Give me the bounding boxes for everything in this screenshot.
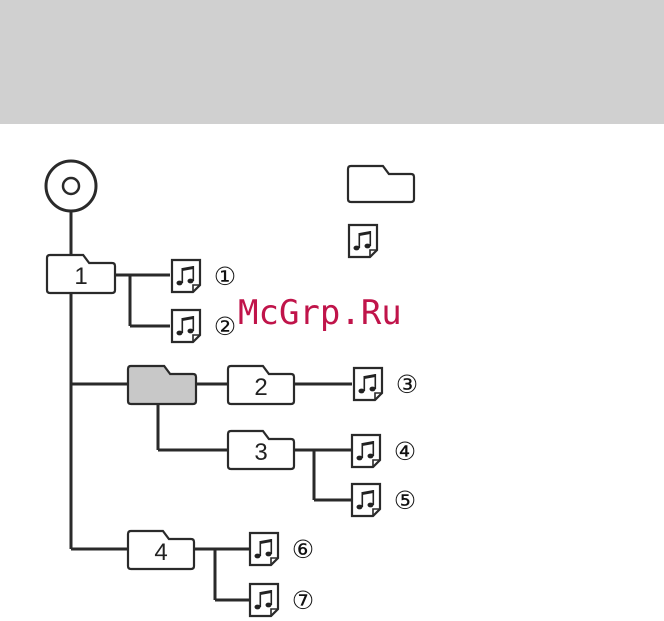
track-number: ⑦ bbox=[292, 586, 314, 615]
track-number: ⑥ bbox=[292, 535, 314, 564]
audio-file-icon bbox=[172, 260, 200, 292]
legend-folder-icon bbox=[348, 166, 414, 202]
watermark-text: McGrp.Ru bbox=[238, 293, 402, 333]
cd-disc-icon bbox=[46, 161, 96, 211]
track-number: ④ bbox=[394, 437, 416, 466]
audio-file-icon bbox=[354, 368, 382, 400]
folder-label: 1 bbox=[74, 263, 87, 290]
audio-file-2: ② bbox=[172, 310, 236, 342]
audio-file-icon bbox=[349, 225, 377, 257]
audio-file-icon bbox=[250, 584, 278, 616]
audio-file-icon bbox=[250, 533, 278, 565]
track-number: ③ bbox=[396, 370, 418, 399]
audio-file-icon bbox=[352, 484, 380, 516]
audio-file-1: ① bbox=[172, 260, 236, 292]
audio-file-4: ④ bbox=[352, 435, 416, 467]
folder-2: 2 bbox=[228, 366, 294, 404]
audio-file-7: ⑦ bbox=[250, 584, 314, 616]
audio-file-3: ③ bbox=[354, 368, 418, 400]
audio-file-icon bbox=[352, 435, 380, 467]
track-number: ① bbox=[214, 262, 236, 291]
folder-icon bbox=[128, 366, 196, 404]
audio-file-6: ⑥ bbox=[250, 533, 314, 565]
folder-label: 3 bbox=[254, 439, 267, 466]
folder-3: 3 bbox=[228, 431, 294, 469]
folder-label: 4 bbox=[154, 539, 167, 566]
folder-1: 1 bbox=[47, 255, 115, 293]
files-layer: ① ② ③ ④ ⑤ ⑥ ⑦ bbox=[172, 225, 418, 616]
folder-label: 2 bbox=[254, 374, 267, 401]
folder-highlighted bbox=[128, 366, 196, 404]
audio-file-icon bbox=[172, 310, 200, 342]
track-number: ② bbox=[214, 312, 236, 341]
legend-audio-file-icon bbox=[349, 225, 377, 257]
audio-file-5: ⑤ bbox=[352, 484, 416, 516]
track-number: ⑤ bbox=[394, 486, 416, 515]
folder-4: 4 bbox=[128, 531, 194, 569]
folder-icon bbox=[348, 166, 414, 202]
